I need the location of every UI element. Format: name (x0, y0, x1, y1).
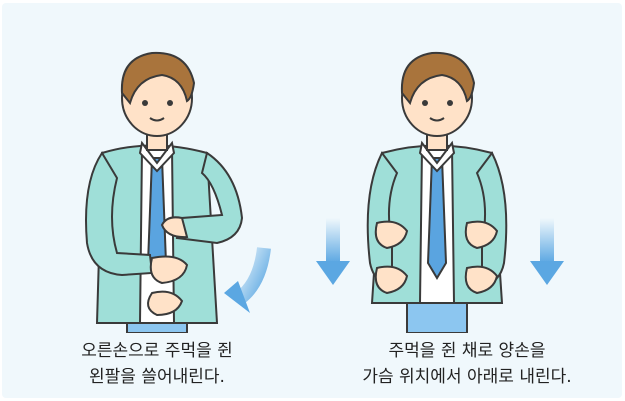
caption-right-line2: 가슴 위치에서 아래로 내린다. (312, 364, 622, 390)
caption-right: 주먹을 쥔 채로 양손을 가슴 위치에서 아래로 내린다. (312, 338, 622, 390)
curved-down-arrow-icon (224, 248, 264, 313)
panel-left: 오른손으로 주먹을 쥔 왼팔을 쓸어내린다. (2, 3, 312, 398)
eye-left (422, 100, 428, 106)
tie (428, 158, 446, 278)
eye-left (142, 100, 148, 106)
eye-right (167, 100, 173, 106)
eye-right (447, 100, 453, 106)
down-arrow-icon (316, 218, 350, 285)
illustration-frame: 오른손으로 주먹을 쥔 왼팔을 쓸어내린다. (2, 3, 622, 398)
figure-lowering-fists (312, 3, 622, 333)
caption-left-line1: 오른손으로 주먹을 쥔 (2, 338, 312, 364)
figure-stroking-arm (2, 3, 312, 333)
down-arrow-icon (530, 218, 564, 285)
panel-right: 주먹을 쥔 채로 양손을 가슴 위치에서 아래로 내린다. (312, 3, 622, 398)
caption-left-line2: 왼팔을 쓸어내린다. (2, 364, 312, 390)
caption-right-line1: 주먹을 쥔 채로 양손을 (312, 338, 622, 364)
caption-left: 오른손으로 주먹을 쥔 왼팔을 쓸어내린다. (2, 338, 312, 390)
